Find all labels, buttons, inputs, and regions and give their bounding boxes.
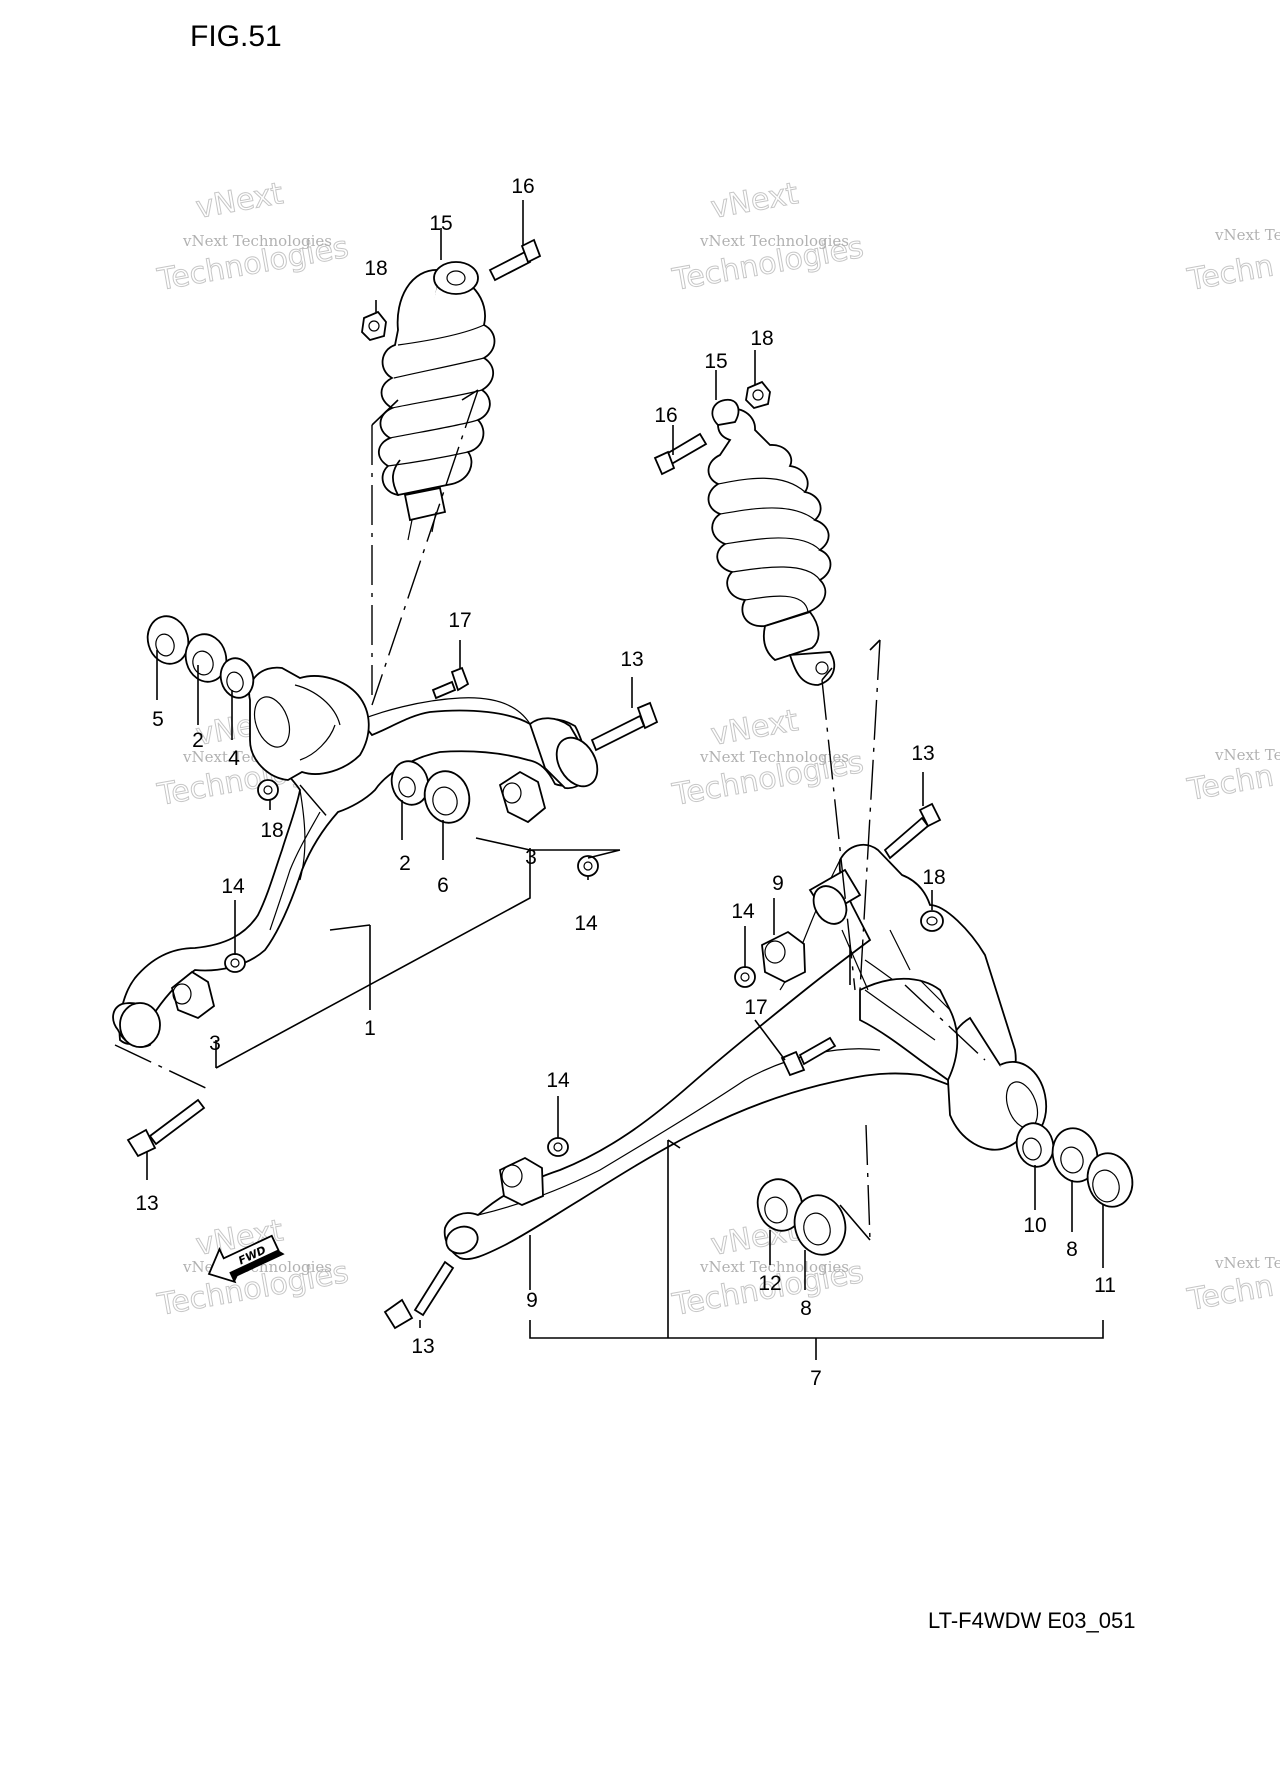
callout-17: 17 [448, 609, 471, 632]
right-seal-10 [1015, 1122, 1055, 1168]
callout-12: 12 [758, 1272, 781, 1295]
left-bolt-17 [431, 666, 470, 700]
left-seal-4 [219, 657, 255, 699]
callout-8: 8 [800, 1297, 812, 1320]
watermark-group-9: vNext Techr Techn [1184, 1254, 1280, 1319]
callout-4: 4 [228, 747, 240, 770]
callout-15: 15 [429, 212, 452, 235]
watermark-group-6: vNext Techr Techn [1184, 746, 1280, 809]
watermark-text: vNext Technologies [699, 748, 849, 766]
right-nut-14-lower [547, 1137, 569, 1157]
callout-2: 2 [192, 729, 204, 752]
right-bushing-9-lower [499, 1156, 544, 1206]
right-bearing-8-right [1051, 1127, 1099, 1183]
right-bushing-9-upper [761, 930, 806, 984]
callout-14: 14 [546, 1069, 570, 1092]
right-bolt-13-upper [883, 802, 942, 860]
watermark-text: vNext Technologies [699, 1258, 849, 1276]
left-shock-bolt [488, 238, 542, 282]
left-leader-lines [114, 389, 621, 1091]
watermark-text: Techn [1184, 248, 1276, 298]
watermark-group-5: vNext vNext Technologies Technologies [669, 703, 867, 814]
callout-15: 15 [704, 350, 727, 373]
left-bushing-3-upper [498, 770, 547, 824]
callout-16: 16 [511, 175, 534, 198]
watermark-text: vNext Techr [1214, 1254, 1280, 1272]
watermark-group-1: vNext vNext Technologies Technologies [154, 176, 352, 299]
callout-8: 8 [1066, 1238, 1078, 1261]
right-bearing-12 [756, 1178, 804, 1232]
watermark-text: vNext [708, 703, 801, 753]
callout-13: 13 [135, 1192, 158, 1215]
left-bolt-13-upper [590, 701, 659, 752]
fwd-arrow-icon: FWD [207, 1234, 285, 1284]
callout-labels: 16 15 18 18 15 16 17 13 13 5 2 4 18 2 6 … [135, 175, 1116, 1390]
callout-13: 13 [911, 742, 934, 765]
left-shock-nut [361, 310, 387, 342]
right-seal-11 [1086, 1152, 1134, 1208]
center-seal-6 [423, 770, 471, 824]
watermark-text: vNext Techr [1214, 226, 1280, 244]
callout-18: 18 [750, 327, 773, 350]
callout-14: 14 [574, 912, 598, 935]
watermark-group-8: vNext vNext Technologies Technologies [669, 1213, 867, 1324]
callout-3: 3 [209, 1032, 221, 1055]
callout-6: 6 [437, 874, 449, 897]
watermark-group-3: vNext Techr Techn [1184, 226, 1280, 299]
callout-13: 13 [411, 1335, 434, 1358]
callout-18: 18 [260, 819, 283, 842]
right-shock-absorber [707, 398, 836, 686]
callout-13: 13 [620, 648, 643, 671]
right-nut-18 [920, 910, 944, 932]
watermark-text: vNext Technologies [182, 232, 332, 250]
left-nut-14-a [224, 953, 246, 973]
watermark-text: vNext [708, 176, 801, 226]
watermark-text: vNext Technologies [699, 232, 849, 250]
callout-9: 9 [772, 872, 784, 895]
left-bearing-5 [146, 615, 190, 665]
callout-3: 3 [525, 846, 537, 869]
center-bearing-2 [390, 760, 430, 806]
left-nut-18 [257, 779, 279, 801]
watermark-group-2: vNext vNext Technologies Technologies [669, 176, 867, 299]
left-knuckle-housing [248, 666, 370, 781]
right-bolt-13-lower [383, 1260, 455, 1330]
left-nut-14-b [577, 855, 599, 877]
label-leader-lines [146, 200, 1104, 1328]
callout-16: 16 [654, 404, 677, 427]
left-shock-absorber [377, 261, 496, 541]
watermark-text: Techn [1184, 1268, 1276, 1318]
callout-18: 18 [922, 866, 945, 889]
callout-5: 5 [152, 708, 164, 731]
callout-9: 9 [526, 1289, 538, 1312]
figure-title: FIG.51 [190, 20, 282, 53]
callout-1: 1 [364, 1017, 376, 1040]
right-shock-nut [745, 380, 771, 410]
callout-14: 14 [221, 875, 245, 898]
left-bushing-3-lower [170, 970, 216, 1020]
callout-10: 10 [1023, 1214, 1046, 1237]
right-shock-bolt [653, 432, 708, 476]
watermark-text: Techn [1184, 758, 1276, 808]
callout-17: 17 [744, 996, 767, 1019]
right-nut-14-upper [734, 966, 756, 988]
right-suspension-arm [443, 843, 1017, 1260]
callout-14: 14 [731, 900, 755, 923]
callout-7: 7 [810, 1367, 822, 1390]
watermark-text: vNext [193, 176, 286, 226]
callout-18: 18 [364, 257, 387, 280]
diagram-code: LT-F4WDW E03_051 [928, 1608, 1136, 1633]
right-bearing-8-left [793, 1194, 847, 1256]
left-bearing-2 [184, 633, 228, 683]
callout-2: 2 [399, 852, 411, 875]
right-bolt-17 [780, 1036, 837, 1077]
watermark-text: vNext Techr [1214, 746, 1280, 764]
callout-11: 11 [1094, 1274, 1116, 1297]
right-leader-lines [529, 639, 1104, 1360]
left-bolt-13-lower [126, 1098, 206, 1158]
